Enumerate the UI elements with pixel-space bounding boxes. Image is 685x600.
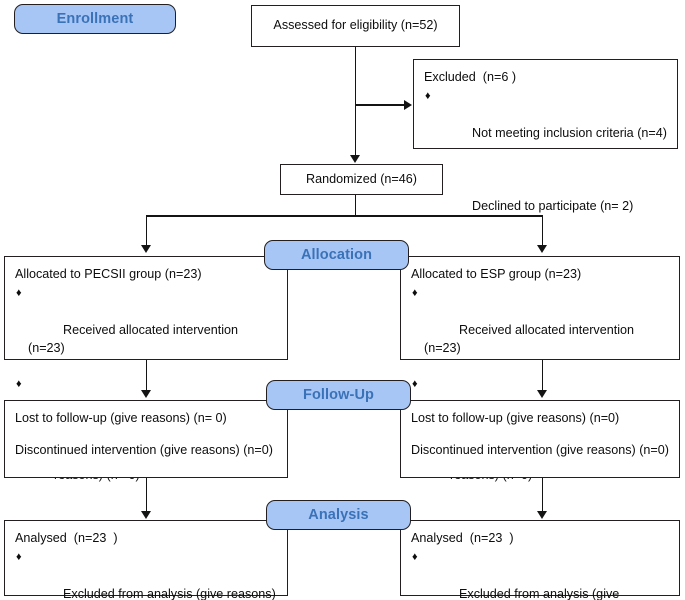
connector-followup-left-to-analysis	[145, 478, 148, 513]
arrow-alloc-left-to-followup	[141, 390, 151, 398]
arrow-followup-right-to-analysis	[537, 511, 547, 519]
allocation-right-box: Allocated to ESP group (n=23) ♦ Received…	[400, 256, 680, 482]
excluded-list: ♦ Not meeting inclusion criteria (n=4) ♦…	[424, 89, 667, 234]
assessed-for-eligibility-text: Assessed for eligibility (n=52)	[273, 18, 438, 33]
bullet-icon: ♦	[412, 286, 418, 299]
connector-alloc-right-to-followup	[541, 360, 544, 393]
connector-followup-right-to-analysis	[541, 478, 544, 513]
allocation-right-lead: Allocated to ESP group (n=23)	[411, 267, 582, 281]
excluded-item-0: Not meeting inclusion criteria (n=4)	[472, 125, 667, 140]
excluded-lead: Excluded (n=6 )	[424, 70, 517, 84]
analysis-right-box: Analysed (n=23 ) ♦ Excluded from analysi…	[400, 520, 680, 600]
analysis-left-item-0: Excluded from analysis (give reasons) (n…	[63, 586, 276, 600]
connector-split-right	[541, 215, 544, 248]
excluded-box: Excluded (n=6 ) ♦ Not meeting inclusion …	[413, 59, 678, 213]
connector-split-left	[145, 215, 148, 248]
stage-banner-allocation: Allocation	[264, 240, 409, 270]
bullet-icon: ♦	[412, 378, 418, 391]
bullet-icon: ♦	[412, 550, 418, 563]
stage-banner-followup-label: Follow-Up	[303, 387, 374, 403]
list-item: ♦ Excluded from analysis (give reasons) …	[411, 550, 669, 600]
stage-banner-allocation-label: Allocation	[300, 247, 373, 263]
stage-banner-enrollment: Enrollment	[14, 4, 176, 34]
stage-banner-enrollment-label: Enrollment	[56, 11, 134, 27]
stage-banner-followup: Follow-Up	[266, 380, 411, 410]
analysis-right-lead: Analysed (n=23 )	[411, 531, 514, 545]
analysis-left-box: Analysed (n=23 ) ♦ Excluded from analysi…	[4, 520, 288, 600]
randomized-box: Randomized (n=46)	[280, 164, 443, 195]
analysis-left-lead: Analysed (n=23 )	[15, 531, 118, 545]
analysis-right-list: ♦ Excluded from analysis (give reasons) …	[411, 550, 669, 600]
arrow-to-excluded	[404, 100, 412, 110]
analysis-left-list: ♦ Excluded from analysis (give reasons) …	[15, 550, 277, 600]
connector-randomized-split-bar	[146, 215, 543, 217]
list-item: ♦ Received allocated intervention (n=23)	[411, 286, 669, 375]
allocation-left-box: Allocated to PECSII group (n=23) ♦ Recei…	[4, 256, 288, 482]
followup-left-line2: Discontinued intervention (give reasons)…	[15, 442, 273, 457]
followup-right-box: Lost to follow-up (give reasons) (n=0) D…	[400, 400, 680, 478]
randomized-text: Randomized (n=46)	[306, 171, 417, 186]
followup-left-line1: Lost to follow-up (give reasons) (n= 0)	[15, 411, 227, 425]
stage-banner-analysis-label: Analysis	[308, 507, 369, 523]
followup-left-box: Lost to follow-up (give reasons) (n= 0) …	[4, 400, 288, 478]
arrow-followup-left-to-analysis	[141, 511, 151, 519]
allocation-left-item-0: Received allocated intervention (n=23)	[28, 322, 242, 355]
bullet-icon: ♦	[16, 378, 22, 391]
analysis-right-item-0: Excluded from analysis (give reasons) (n…	[459, 586, 620, 600]
list-item: ♦ Excluded from analysis (give reasons) …	[15, 550, 277, 600]
connector-alloc-left-to-followup	[145, 360, 148, 393]
bullet-icon: ♦	[425, 89, 431, 102]
bullet-icon: ♦	[16, 550, 22, 563]
arrow-alloc-right-to-followup	[537, 390, 547, 398]
arrow-assessed-to-randomized	[350, 155, 360, 163]
followup-right-line1: Lost to follow-up (give reasons) (n=0)	[411, 411, 620, 425]
connector-randomized-stem	[354, 195, 357, 217]
followup-right-line2: Discontinued intervention (give reasons)…	[411, 442, 669, 457]
connector-assessed-to-randomized	[354, 47, 357, 157]
arrow-split-left	[141, 245, 151, 253]
connector-to-excluded	[356, 104, 408, 106]
allocation-right-item-0: Received allocated intervention (n=23)	[424, 322, 638, 355]
allocation-left-lead: Allocated to PECSII group (n=23)	[15, 267, 202, 281]
arrow-split-right	[537, 245, 547, 253]
assessed-for-eligibility-box: Assessed for eligibility (n=52)	[251, 5, 460, 47]
excluded-item-1: Declined to participate (n= 2)	[472, 199, 634, 214]
list-item: ♦ Received allocated intervention (n=23)	[15, 286, 277, 375]
list-item: ♦ Not meeting inclusion criteria (n=4)	[424, 89, 667, 161]
list-item: ♦ Declined to participate (n= 2)	[424, 162, 667, 234]
bullet-icon: ♦	[16, 286, 22, 299]
stage-banner-analysis: Analysis	[266, 500, 411, 530]
